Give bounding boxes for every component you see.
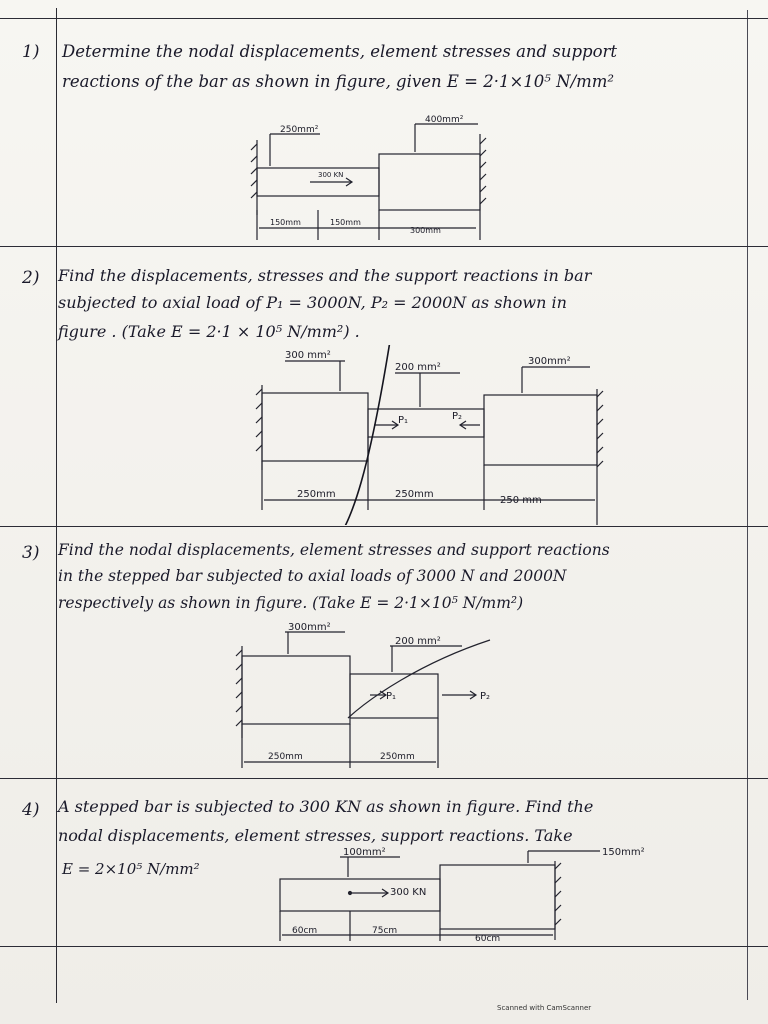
- fig2-area-left: 300 mm²: [285, 350, 331, 361]
- fig4-load-label: 300 KN: [390, 887, 426, 898]
- fig2-length-2: 250mm: [395, 489, 434, 500]
- question-3-line-1: Find the nodal displacements, element st…: [58, 541, 610, 559]
- right-margin-line: [747, 10, 748, 1000]
- fig3-area-left: 300mm²: [288, 622, 331, 633]
- fig3-p2-label: P₂: [480, 691, 490, 702]
- question-2-line-3: figure . (Take E = 2·1 × 10⁵ N/mm²) .: [58, 322, 360, 341]
- scanner-footer: Scanned with CamScanner: [497, 1004, 592, 1012]
- question-2-line-1: Find the displacements, stresses and the…: [58, 266, 592, 285]
- margin-line: [56, 8, 57, 1003]
- question-4-line-2: nodal displacements, element stresses, s…: [58, 826, 573, 845]
- question-4-line-3: E = 2×10⁵ N/mm²: [62, 860, 200, 878]
- fig3-length-1: 250mm: [268, 752, 303, 762]
- rule-line: [0, 946, 768, 947]
- fig3-length-2: 250mm: [380, 752, 415, 762]
- fig2-length-3: 250 mm: [500, 495, 542, 506]
- fig2-area-right: 300mm²: [528, 356, 571, 367]
- fig2-p2-label: P₂: [452, 411, 462, 422]
- question-1-line-2: reactions of the bar as shown in figure,…: [62, 72, 615, 91]
- fig1-area-left: 250mm²: [280, 125, 319, 135]
- question-3-number: 3): [22, 543, 40, 563]
- fig2-p1-label: P₁: [398, 415, 408, 426]
- question-4-number: 4): [22, 800, 40, 820]
- fig1-area-right: 400mm²: [425, 115, 464, 125]
- fig4-area-right: 150mm²: [602, 847, 645, 858]
- figure-3-stepped-bar: 300mm² 200 mm² P₁ P₂ 250mm 250mm: [235, 622, 491, 768]
- fig2-length-1: 250mm: [297, 489, 336, 500]
- fig3-area-right: 200 mm²: [395, 636, 441, 647]
- fig4-length-3: 60cm: [475, 934, 500, 944]
- fig2-area-mid: 200 mm²: [395, 362, 441, 373]
- rule-line: [0, 18, 768, 19]
- fig1-length-2: 150mm: [330, 218, 361, 227]
- question-3-line-2: in the stepped bar subjected to axial lo…: [58, 567, 567, 585]
- question-4-line-1: A stepped bar is subjected to 300 KN as …: [58, 797, 594, 816]
- figure-1-stepped-bar: 250mm² 400mm² 300 KN 150mm 150mm 300mm: [250, 115, 487, 240]
- question-1-line-1: Determine the nodal displacements, eleme…: [62, 42, 618, 61]
- question-2-number: 2): [22, 268, 40, 288]
- fig3-p1-label: P₁: [386, 691, 396, 702]
- figure-4-stepped-bar: 100mm² 150mm² 300 KN 60cm 75cm 60cm: [279, 847, 645, 944]
- fig1-load-label: 300 KN: [318, 171, 343, 179]
- question-2-line-2: subjected to axial load of P₁ = 3000N, P…: [58, 293, 567, 312]
- pen-stroke: [344, 345, 391, 525]
- fig4-length-2: 75cm: [372, 926, 397, 936]
- fig1-length-1: 150mm: [270, 218, 301, 227]
- question-3-line-3: respectively as shown in figure. (Take E…: [58, 594, 524, 612]
- rule-line: [0, 526, 768, 527]
- rule-line: [0, 246, 768, 247]
- figure-2-stepped-bar: 300 mm² 200 mm² 300mm² P₁ P₂ 250mm 250mm…: [255, 345, 604, 525]
- rule-line: [0, 778, 768, 779]
- fig4-area-left: 100mm²: [343, 847, 386, 858]
- fig1-length-3: 300mm: [410, 226, 441, 235]
- question-1-number: 1): [22, 42, 40, 62]
- fig4-length-1: 60cm: [292, 926, 317, 936]
